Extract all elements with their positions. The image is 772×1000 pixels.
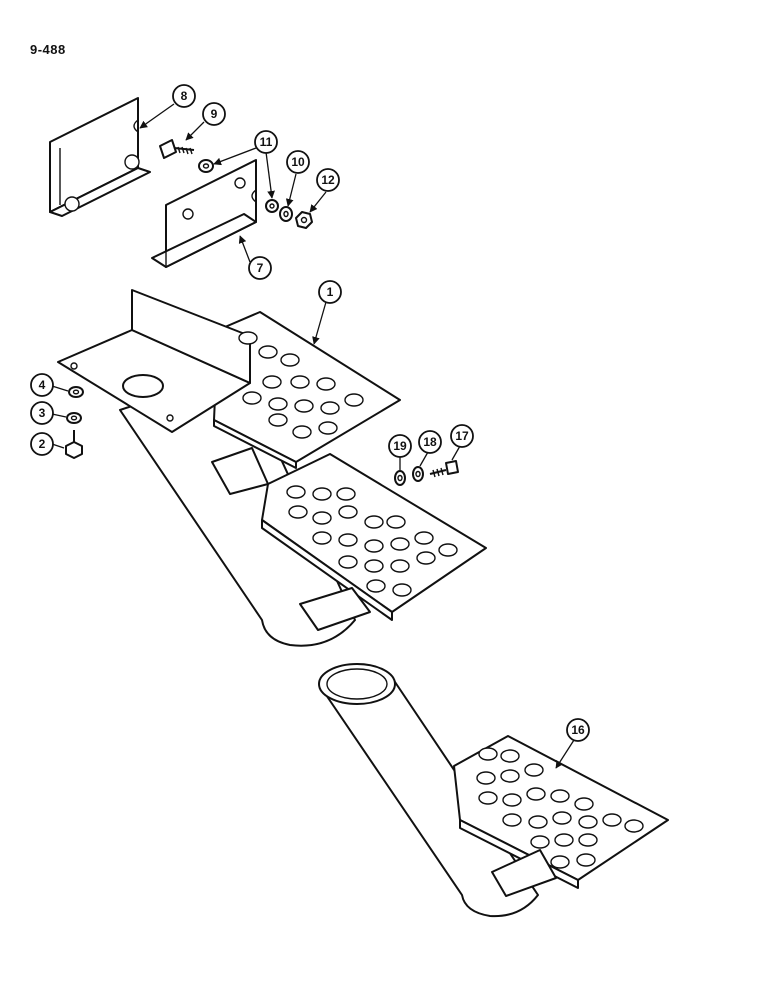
callout-18-label: 18 (423, 435, 437, 449)
callout-3-label: 3 (39, 406, 46, 420)
callout-12: 12 (316, 168, 340, 192)
bolt-9 (159, 139, 195, 159)
callout-16-label: 16 (571, 723, 585, 737)
callout-4: 4 (30, 373, 54, 397)
callout-4-label: 4 (39, 378, 46, 392)
callout-3: 3 (30, 401, 54, 425)
tread-holes-lower (476, 747, 644, 869)
callout-1-label: 1 (327, 285, 334, 299)
callout-19-label: 19 (393, 439, 407, 453)
tread-holes-middle (286, 485, 458, 597)
callout-2-label: 2 (39, 437, 46, 451)
lock-washer-3 (66, 412, 82, 424)
step-16 (318, 663, 669, 918)
bracket-8 (49, 97, 151, 217)
callout-17-label: 17 (455, 429, 469, 443)
callout-7: 7 (248, 256, 272, 280)
callout-7-label: 7 (257, 261, 264, 275)
washer-4 (68, 386, 84, 398)
nut-19 (394, 470, 406, 486)
bolt-17 (429, 460, 459, 478)
callout-9: 9 (202, 102, 226, 126)
lock-washer-18 (412, 466, 424, 482)
callout-8-label: 8 (181, 89, 188, 103)
washer-10 (279, 206, 293, 222)
leader-lines (51, 103, 575, 769)
callout-11: 11 (254, 130, 278, 154)
callout-10: 10 (286, 150, 310, 174)
callout-18: 18 (418, 430, 442, 454)
callout-10-label: 10 (291, 155, 305, 169)
callout-12-label: 12 (321, 173, 335, 187)
washer-11a (198, 159, 214, 173)
callout-9-label: 9 (211, 107, 218, 121)
callout-1: 1 (318, 280, 342, 304)
nut-12 (295, 211, 313, 229)
tread-holes-upper (238, 331, 364, 439)
bolt-2 (65, 430, 83, 459)
bracket-7 (151, 159, 257, 268)
lock-washer-11b (265, 199, 279, 213)
callout-19: 19 (388, 434, 412, 458)
callout-2: 2 (30, 432, 54, 456)
callout-11-label: 11 (260, 135, 273, 149)
callout-17: 17 (450, 424, 474, 448)
page-number: 9-488 (30, 42, 66, 57)
callout-16: 16 (566, 718, 590, 742)
callout-8: 8 (172, 84, 196, 108)
